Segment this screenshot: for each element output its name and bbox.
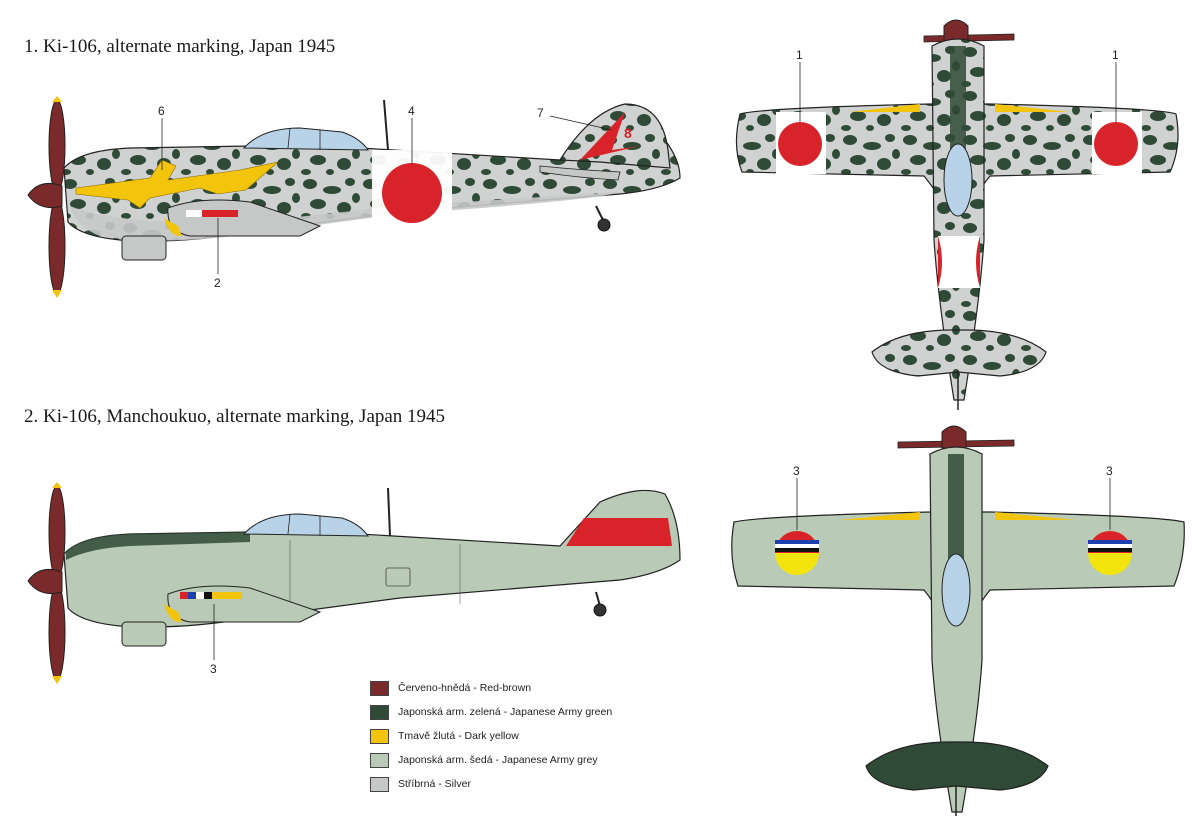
legend-swatch [370, 776, 389, 792]
legend-item-army-grey: Japonská arm. šedá - Japanese Army grey [370, 748, 612, 772]
profile-1-title: 1. Ki-106, alternate marking, Japan 1945 [24, 36, 336, 57]
legend-item-army-green: Japonská arm. zelená - Japanese Army gre… [370, 700, 612, 724]
color-legend: Červeno-hnědá - Red-brown Japonská arm. … [370, 676, 612, 796]
legend-label: Tmavě žlutá - Dark yellow [398, 730, 519, 742]
p1-callout-2: 2 [214, 276, 221, 290]
p1-callout-4: 4 [408, 104, 415, 118]
p2-fuselage [63, 489, 681, 628]
profile-2-title: 2. Ki-106, Manchoukuo, alternate marking… [24, 406, 446, 427]
legend-item-dark-yellow: Tmavě žlutá - Dark yellow [370, 724, 612, 748]
p2-side-view [27, 482, 681, 684]
p1-wing-hinomaru-right [1094, 122, 1138, 166]
p1-tail-code: 8 [624, 125, 632, 141]
p2-callout-3: 3 [210, 662, 217, 676]
p2-top-callout-3-right: 3 [1106, 464, 1113, 478]
p1-side-view [27, 96, 681, 298]
p2-roundel-right [1088, 531, 1132, 575]
p1-callout-7: 7 [537, 106, 544, 120]
p2-roundel-left [775, 531, 819, 575]
p1-top-callout-1-right: 1 [1112, 48, 1119, 62]
p1-canopy [242, 127, 369, 151]
p1-callout-6: 6 [158, 104, 165, 118]
legend-label: Japonská arm. šedá - Japanese Army grey [398, 754, 598, 766]
legend-swatch [370, 680, 389, 696]
p1-propeller [27, 96, 66, 298]
p1-top-view [735, 19, 1179, 410]
legend-swatch [370, 704, 389, 720]
p2-top-canopy [941, 553, 971, 627]
p1-lightning-bolt [75, 159, 280, 209]
p1-wing-hinomaru-left [778, 122, 822, 166]
p1-top-canopy [943, 143, 973, 217]
p1-fuselage-hinomaru [382, 163, 442, 223]
legend-label: Červeno-hnědá - Red-brown [398, 682, 532, 694]
p1-top-callout-1-left: 1 [796, 48, 803, 62]
legend-swatch [370, 728, 389, 744]
legend-label: Stříbrná - Silver [398, 778, 471, 790]
legend-swatch [370, 752, 389, 768]
p2-top-callout-3-left: 3 [793, 464, 800, 478]
legend-label: Japonská arm. zelená - Japanese Army gre… [398, 706, 613, 718]
p2-tail-band [566, 518, 672, 546]
legend-item-red-brown: Červeno-hnědá - Red-brown [370, 676, 612, 700]
p2-propeller [27, 482, 66, 684]
p2-top-view [731, 425, 1185, 816]
p2-canopy [242, 513, 369, 537]
legend-item-silver: Stříbrná - Silver [370, 772, 612, 796]
